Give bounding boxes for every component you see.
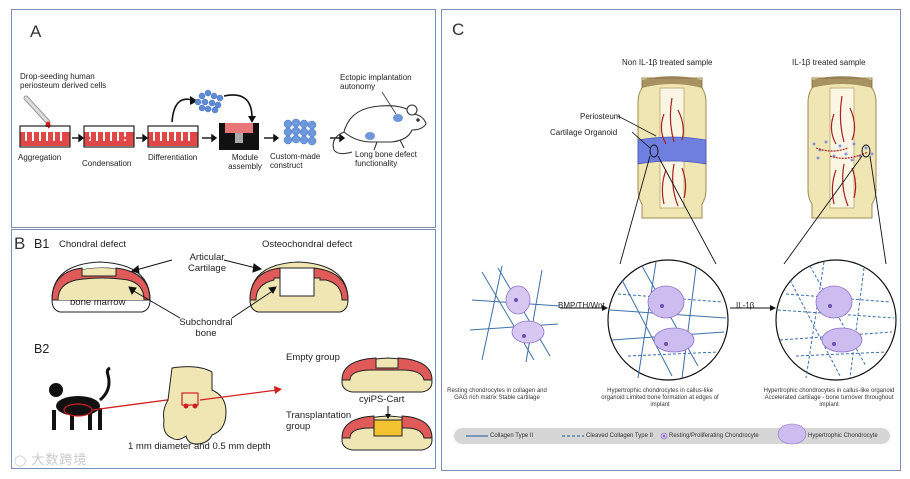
step-long-bone: Long bone defect functionality [355,150,417,168]
watermark-text: 大数跨境 [31,452,88,467]
periosteum-label: Periosteum [580,112,621,121]
b1-label: B1 [34,237,50,251]
transplantation-group-label: Transplantation group [286,410,352,432]
bone-il-shape [807,76,877,219]
chondral-defect-shape [51,261,151,313]
watermark-icon: ◯ [14,455,32,467]
step-custom-construct: Custom-made construct [270,152,321,170]
empty-group-shape [341,357,433,393]
panel-a-drawing [19,89,427,155]
step-differentiation: Differentiation [148,153,198,162]
zoom-circle-middle [607,259,729,381]
panel-a: A Drop-seeding human periosteum derived … [11,9,436,228]
step-aggregation: Aggregation [18,153,62,162]
bone-non-il-shape [637,76,707,219]
drop-seeding-label: Drop-seeding human periosteum derived ce… [20,72,107,90]
legend-hypertrophic-chondrocyte: Hypertrophic Chondrocyte [808,433,878,439]
subchondral-bone-label: Subchondral bone [179,317,233,339]
zoom-circle-right [775,259,897,381]
panel-c: C Non IL-1β treated sample IL-1β treated… [441,9,901,471]
dimensions-label: 1 mm diameter and 0.5 mm depth [128,441,271,452]
panel-b: B B1 Chondral defect Osteochondral defec… [11,229,436,469]
transplantation-group-shape [341,406,433,451]
caption-hypertrophic-1: Hypertrophic chondrocytes in callus-like… [601,388,719,408]
bone-marrow-left: bone marrow [70,297,126,308]
step-module-assembly: Module assembly [228,153,262,171]
construct-icon [283,118,317,146]
monkey-icon [49,366,111,430]
well-plate-icon [19,125,199,148]
legend-collagen-ii: Collagen Type II [490,433,534,439]
caption-hypertrophic-2: Hypertrophic chondrocytes in callus-like… [763,388,895,408]
cartilage-organoid-label: Cartilage Organoid [550,128,618,137]
legend-cleaved-collagen: Cleaved Collagen Type II [586,433,653,439]
cell-beads-icon [194,89,224,114]
non-il-title: Non IL-1β treated sample [622,58,713,67]
il-title: IL-1β treated sample [792,58,866,67]
panel-c-letter: C [452,20,465,39]
panel-b-drawing [49,259,433,451]
articular-cartilage-label: Articular Cartilage [187,252,227,274]
il1b-label: IL-1β [736,301,755,310]
panel-a-letter: A [30,22,42,41]
panel-c-drawing [454,76,897,445]
osteochondral-defect-title: Osteochondral defect [262,239,353,250]
b2-label: B2 [34,342,50,356]
legend-resting-chondrocyte: Resting/Proliferating Chondrocyte [669,433,759,439]
osteochondral-defect-shape [249,261,349,313]
caption-resting: Resting chondrocytes in collagen and GAG… [447,388,547,401]
cyips-cart-label: cyiPS-Cart [359,394,405,405]
ectopic-label: Ectopic implantation autonomy [340,73,412,91]
bmp-label: BMP/TH/Wnt [558,301,605,310]
watermark: ◯ 大数跨境 [14,449,87,468]
mouse-icon [332,104,427,155]
module-assembly-icon [219,123,259,150]
chondral-defect-title: Chondral defect [59,239,127,250]
femur-knee-shape [163,366,227,445]
panel-b-letter: B [14,234,26,253]
step-condensation: Condensation [82,159,132,168]
pipette-icon [23,95,51,129]
empty-group-label: Empty group [286,352,340,363]
